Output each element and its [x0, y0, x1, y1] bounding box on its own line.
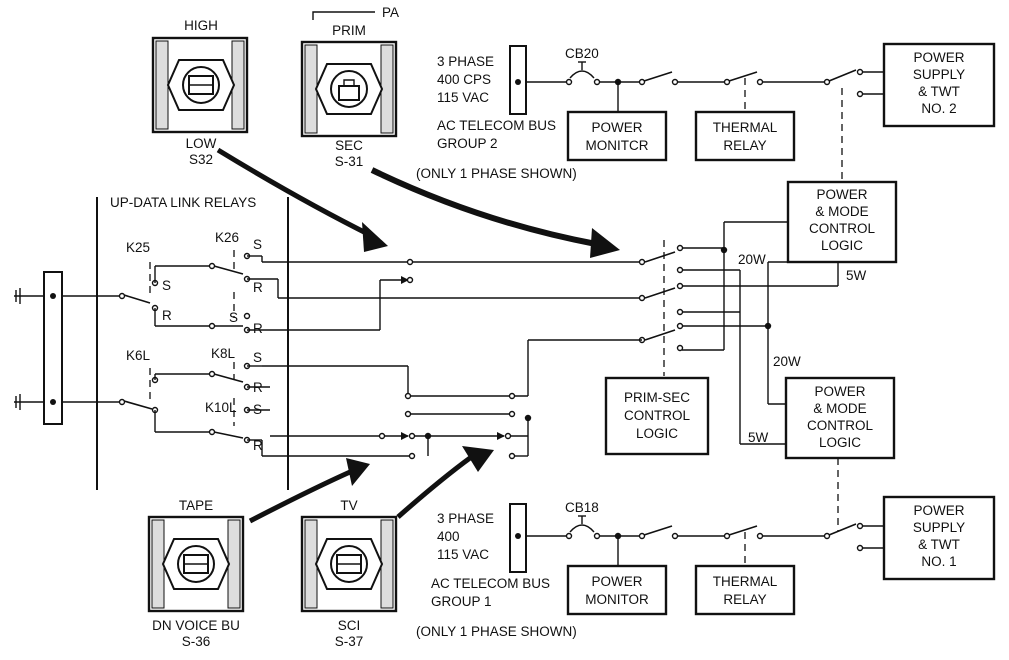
power-monitor-bottom-l2: MONITOR [585, 592, 649, 607]
tape-switch[interactable]: TAPE DN VOICE BU S-36 [147, 498, 245, 649]
power-mode-control-logic-top: POWER & MODE CONTROL LOGIC [786, 180, 898, 264]
power-supply-twt-2-box: POWER SUPPLY & TWT NO. 2 [882, 42, 996, 128]
ps1-l1: POWER [913, 503, 964, 518]
pmcl-top-l2: & MODE [815, 204, 868, 219]
bus2-note: (ONLY 1 PHASE SHOWN) [416, 166, 577, 181]
pa-label: PA [382, 5, 399, 20]
ps2-l2: SUPPLY [913, 67, 965, 82]
bus2-line3: 115 VAC [437, 90, 489, 105]
s37-label: S-37 [335, 634, 364, 649]
s31-label: S-31 [335, 154, 364, 169]
tv-sci-switch[interactable]: TV SCI S-37 [300, 498, 398, 649]
prim-sec-l1: PRIM-SEC [624, 390, 690, 405]
low-label: LOW [186, 136, 217, 151]
power-monitor-bottom-l1: POWER [591, 574, 642, 589]
thermal-relay-top-l2: RELAY [723, 138, 766, 153]
pmcl-top-l1: POWER [816, 187, 867, 202]
up-data-link-relays: UP-DATA LINK RELAYS K25 S R K26 S R [14, 195, 289, 490]
wattage-20w-top: 20W [738, 252, 766, 267]
bus1-line1: 3 PHASE [437, 511, 494, 526]
k25-s: S [162, 278, 171, 293]
bus1-note: (ONLY 1 PHASE SHOWN) [416, 624, 577, 639]
tv-label: TV [340, 498, 357, 513]
pmcl-bottom-l4: LOGIC [819, 435, 861, 450]
bus1-line3: 115 VAC [437, 547, 489, 562]
ps2-l1: POWER [913, 50, 964, 65]
prim-sec-control-logic: PRIM-SEC CONTROL LOGIC [604, 376, 710, 456]
power-supply-twt-1-box: POWER SUPPLY & TWT NO. 1 [882, 495, 996, 581]
k26-label: K26 [215, 230, 239, 245]
k10l-r: R [253, 438, 263, 453]
k8l-label: K8L [211, 346, 236, 361]
bus2-line2: 400 CPS [437, 72, 491, 87]
pmcl-bottom-l2: & MODE [813, 401, 866, 416]
s32-label: S32 [189, 152, 213, 167]
pmcl-bottom-l1: POWER [814, 384, 865, 399]
bus-group-1: 3 PHASE 400 115 VAC AC TELECOM BUS GROUP… [416, 500, 884, 639]
bus2-line1: 3 PHASE [437, 54, 494, 69]
wattage-20w-bottom: 20W [773, 354, 801, 369]
bus1-line2: 400 [437, 529, 460, 544]
ps2-l4: NO. 2 [921, 101, 956, 116]
wattage-5w-bottom: 5W [748, 430, 769, 445]
thermal-relay-bottom-box: THERMAL RELAY [694, 564, 796, 616]
thermal-relay-top-box: THERMAL RELAY [694, 110, 796, 162]
k6l-label: K6L [126, 348, 151, 363]
k8l-s: S [253, 350, 262, 365]
power-mode-control-logic-bottom: POWER & MODE CONTROL LOGIC [784, 376, 896, 460]
actuation-arrows [216, 147, 620, 524]
power-monitor-top-l2: MONITCR [586, 138, 649, 153]
prim-sec-l2: CONTROL [624, 408, 690, 423]
prim-label: PRIM [332, 23, 366, 38]
power-monitor-bottom-box: POWER MONITOR [566, 564, 668, 616]
dn-voice-bu-label: DN VOICE BU [152, 618, 240, 633]
power-monitor-top-l1: POWER [591, 120, 642, 135]
k10l-label: K10L [205, 400, 237, 415]
wattage-5w-top: 5W [846, 268, 867, 283]
ps2-l3: & TWT [918, 84, 960, 99]
pmcl-top-l3: CONTROL [809, 221, 875, 236]
control-wiring: 20W 5W 20W 5W [682, 221, 867, 532]
power-monitor-top-box: POWER MONITCR [566, 110, 668, 162]
thermal-relay-bottom-l2: RELAY [723, 592, 766, 607]
bus2-line4: AC TELECOM BUS [437, 118, 556, 133]
prim-sec-switch[interactable]: PA PRIM SEC S-31 [300, 5, 399, 169]
s36-label: S-36 [182, 634, 211, 649]
ps1-l4: NO. 1 [921, 554, 956, 569]
sec-label: SEC [335, 138, 363, 153]
k25-label: K25 [126, 240, 150, 255]
signal-wiring [247, 240, 684, 460]
k26b-r: R [253, 321, 263, 336]
ps1-l3: & TWT [918, 537, 960, 552]
bus2-line5: GROUP 2 [437, 136, 498, 151]
k26-s: S [253, 237, 262, 252]
bus-group-2: 3 PHASE 400 CPS 115 VAC AC TELECOM BUS G… [416, 45, 884, 182]
bus1-line5: GROUP 1 [431, 594, 492, 609]
sci-label: SCI [338, 618, 361, 633]
ps1-l2: SUPPLY [913, 520, 965, 535]
prim-sec-l3: LOGIC [636, 426, 678, 441]
k25-r: R [162, 308, 172, 323]
thermal-relay-top-l1: THERMAL [713, 120, 778, 135]
bus1-line4: AC TELECOM BUS [431, 576, 550, 591]
tape-label: TAPE [179, 498, 213, 513]
pmcl-bottom-l3: CONTROL [807, 418, 873, 433]
thermal-relay-bottom-l1: THERMAL [713, 574, 778, 589]
cb20-label: CB20 [565, 46, 599, 61]
cb18-label: CB18 [565, 500, 599, 515]
k26-r: R [253, 280, 263, 295]
relays-title: UP-DATA LINK RELAYS [110, 195, 256, 210]
high-low-switch[interactable]: HIGH LOW S32 [151, 18, 249, 167]
high-label: HIGH [184, 18, 218, 33]
pmcl-top-l4: LOGIC [821, 238, 863, 253]
